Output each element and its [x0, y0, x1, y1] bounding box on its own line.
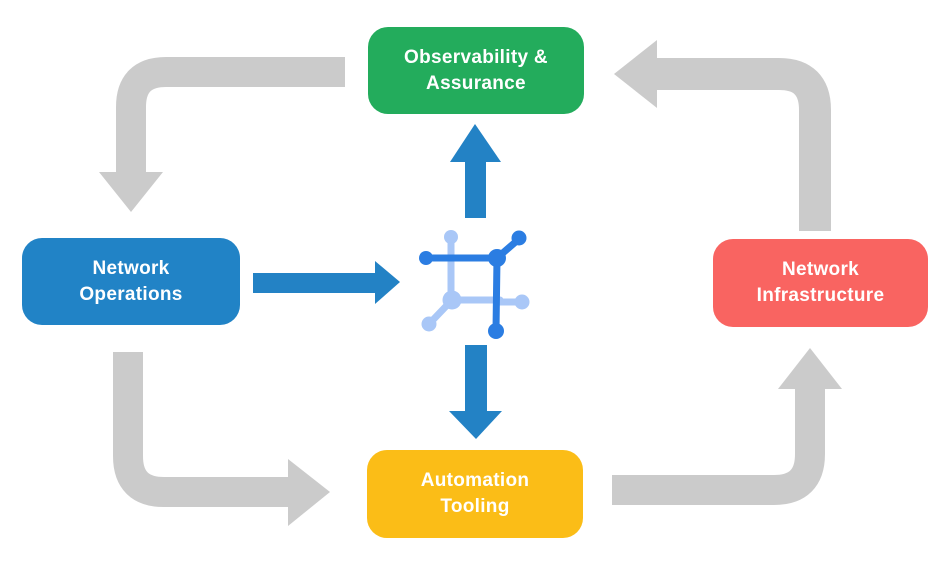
icon-light-left-bottom-edge	[447, 233, 504, 304]
icon-light-node-corner	[442, 290, 462, 310]
cycle-arrow-top-left-head	[99, 172, 163, 212]
flow-arrow-center-to-observability	[450, 124, 501, 218]
flow-arrow-center-to-automation	[449, 345, 502, 439]
node-infrastructure-label: Network Infrastructure	[756, 259, 885, 306]
cycle-arrow-top-right-head	[614, 40, 657, 108]
flow-arrow-up-head	[450, 124, 501, 162]
icon-light-node-diagonal	[421, 316, 437, 332]
flow-arrow-right-head	[375, 261, 400, 304]
cycle-arrow-operations-to-automation	[113, 352, 330, 526]
node-observability-assurance: Observability & Assurance	[368, 27, 584, 114]
icon-dark-right-edge	[492, 254, 501, 334]
node-observability-label: Observability & Assurance	[404, 46, 548, 94]
cycle-arrow-bottom-right-shaft	[612, 387, 825, 505]
cycle-arrow-bottom-left-shaft	[113, 352, 290, 507]
cycle-arrow-bottom-left-head	[288, 459, 330, 526]
flow-arrow-down-head	[449, 411, 502, 439]
node-automation-tooling: Automation Tooling	[367, 450, 583, 538]
cycle-arrow-infrastructure-to-observability	[614, 40, 831, 231]
node-automation-label: Automation Tooling	[420, 470, 530, 517]
node-operations-label: Network Operations	[79, 257, 183, 305]
cycle-arrow-bottom-right-head	[778, 348, 842, 389]
node-network-infrastructure: Network Infrastructure	[713, 239, 928, 327]
flow-arrow-operations-to-center	[253, 261, 400, 304]
flow-arrow-down-shaft	[465, 345, 487, 412]
cycle-arrow-top-right-shaft	[656, 58, 831, 231]
icon-dark-node-corner	[488, 249, 506, 267]
cycle-arrow-top-left-shaft	[116, 57, 345, 174]
icon-dark-node-diagonal	[511, 230, 527, 246]
node-network-operations: Network Operations	[22, 238, 240, 325]
icon-light-node-right	[514, 294, 530, 310]
cycle-arrow-automation-to-infrastructure	[612, 348, 842, 505]
network-mesh-icon	[419, 230, 530, 339]
icon-dark-node-left	[419, 251, 433, 265]
icon-light-node-top	[444, 230, 458, 244]
flow-arrow-up-shaft	[465, 160, 486, 218]
icon-dark-node-bottom	[488, 323, 504, 339]
cycle-arrow-observability-to-operations	[99, 57, 345, 212]
flow-arrow-right-shaft	[253, 273, 376, 293]
